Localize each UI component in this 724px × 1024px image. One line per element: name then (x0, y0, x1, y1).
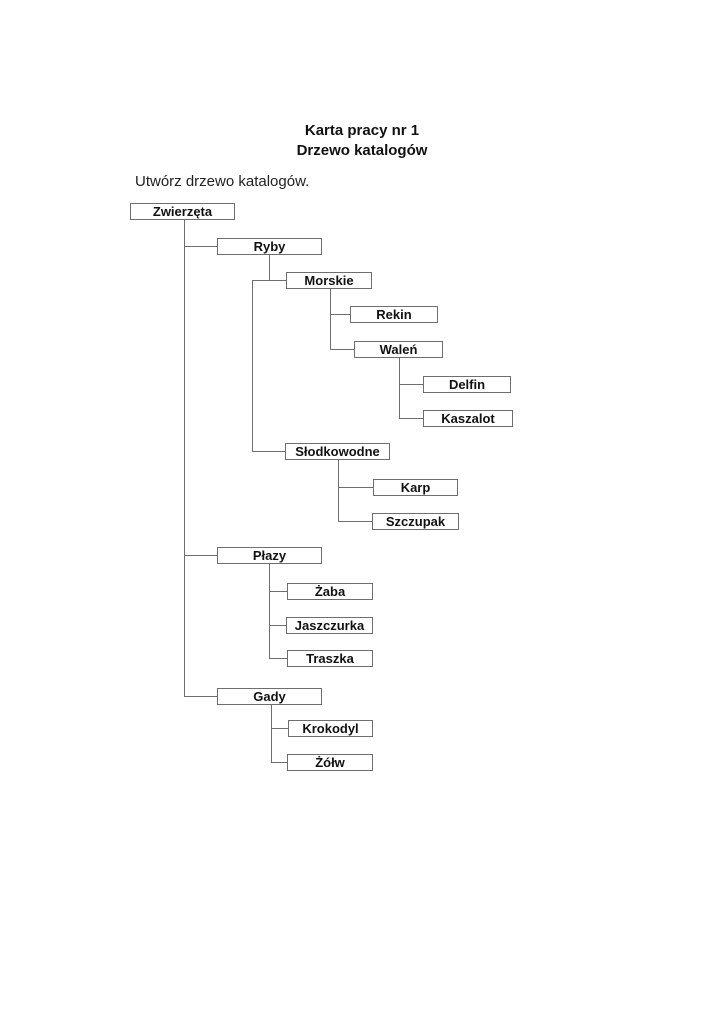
connector-line (269, 255, 270, 280)
title-line-2: Drzewo katalogów (296, 142, 428, 159)
connector-line (338, 521, 372, 522)
tree-node-delfin: Delfin (423, 376, 511, 393)
connector-line (252, 451, 285, 452)
page-title: Karta pracy nr 1 Drzewo katalogów (0, 121, 724, 161)
tree-node-morskie: Morskie (286, 272, 372, 289)
connector-line (338, 487, 373, 488)
title-line-1: Karta pracy nr 1 (304, 122, 420, 139)
connector-line (184, 555, 217, 556)
connector-line (399, 418, 423, 419)
connector-line (330, 289, 331, 349)
connector-line (184, 696, 217, 697)
connector-line (252, 280, 253, 451)
tree-node-zaba: Żaba (287, 583, 373, 600)
tree-node-traszka: Traszka (287, 650, 373, 667)
connector-line (271, 728, 288, 729)
tree-node-kaszalot: Kaszalot (423, 410, 513, 427)
connector-line (330, 314, 350, 315)
tree-node-krokodyl: Krokodyl (288, 720, 373, 737)
connector-line (271, 762, 287, 763)
connector-line (399, 358, 400, 418)
connector-line (271, 705, 272, 762)
connector-line (338, 460, 339, 521)
connector-line (269, 564, 270, 658)
connector-line (184, 246, 217, 247)
tree-node-plazy: Płazy (217, 547, 322, 564)
instruction-text: Utwórz drzewo katalogów. (135, 173, 310, 190)
tree-node-slodkowodne: Słodkowodne (285, 443, 390, 460)
tree-node-karp: Karp (373, 479, 458, 496)
tree-node-walen: Waleń (354, 341, 443, 358)
tree-node-zolw: Żółw (287, 754, 373, 771)
connector-line (269, 658, 287, 659)
connector-line (269, 591, 287, 592)
tree-node-szczupak: Szczupak (372, 513, 459, 530)
connector-line (330, 349, 354, 350)
tree-node-rekin: Rekin (350, 306, 438, 323)
connector-line (269, 625, 286, 626)
tree-node-gady: Gady (217, 688, 322, 705)
connector-line (399, 384, 423, 385)
tree-node-jaszczurka: Jaszczurka (286, 617, 373, 634)
tree-node-zwierzeta: Zwierzęta (130, 203, 235, 220)
connector-line (184, 219, 185, 696)
tree-node-ryby: Ryby (217, 238, 322, 255)
connector-line (252, 280, 286, 281)
